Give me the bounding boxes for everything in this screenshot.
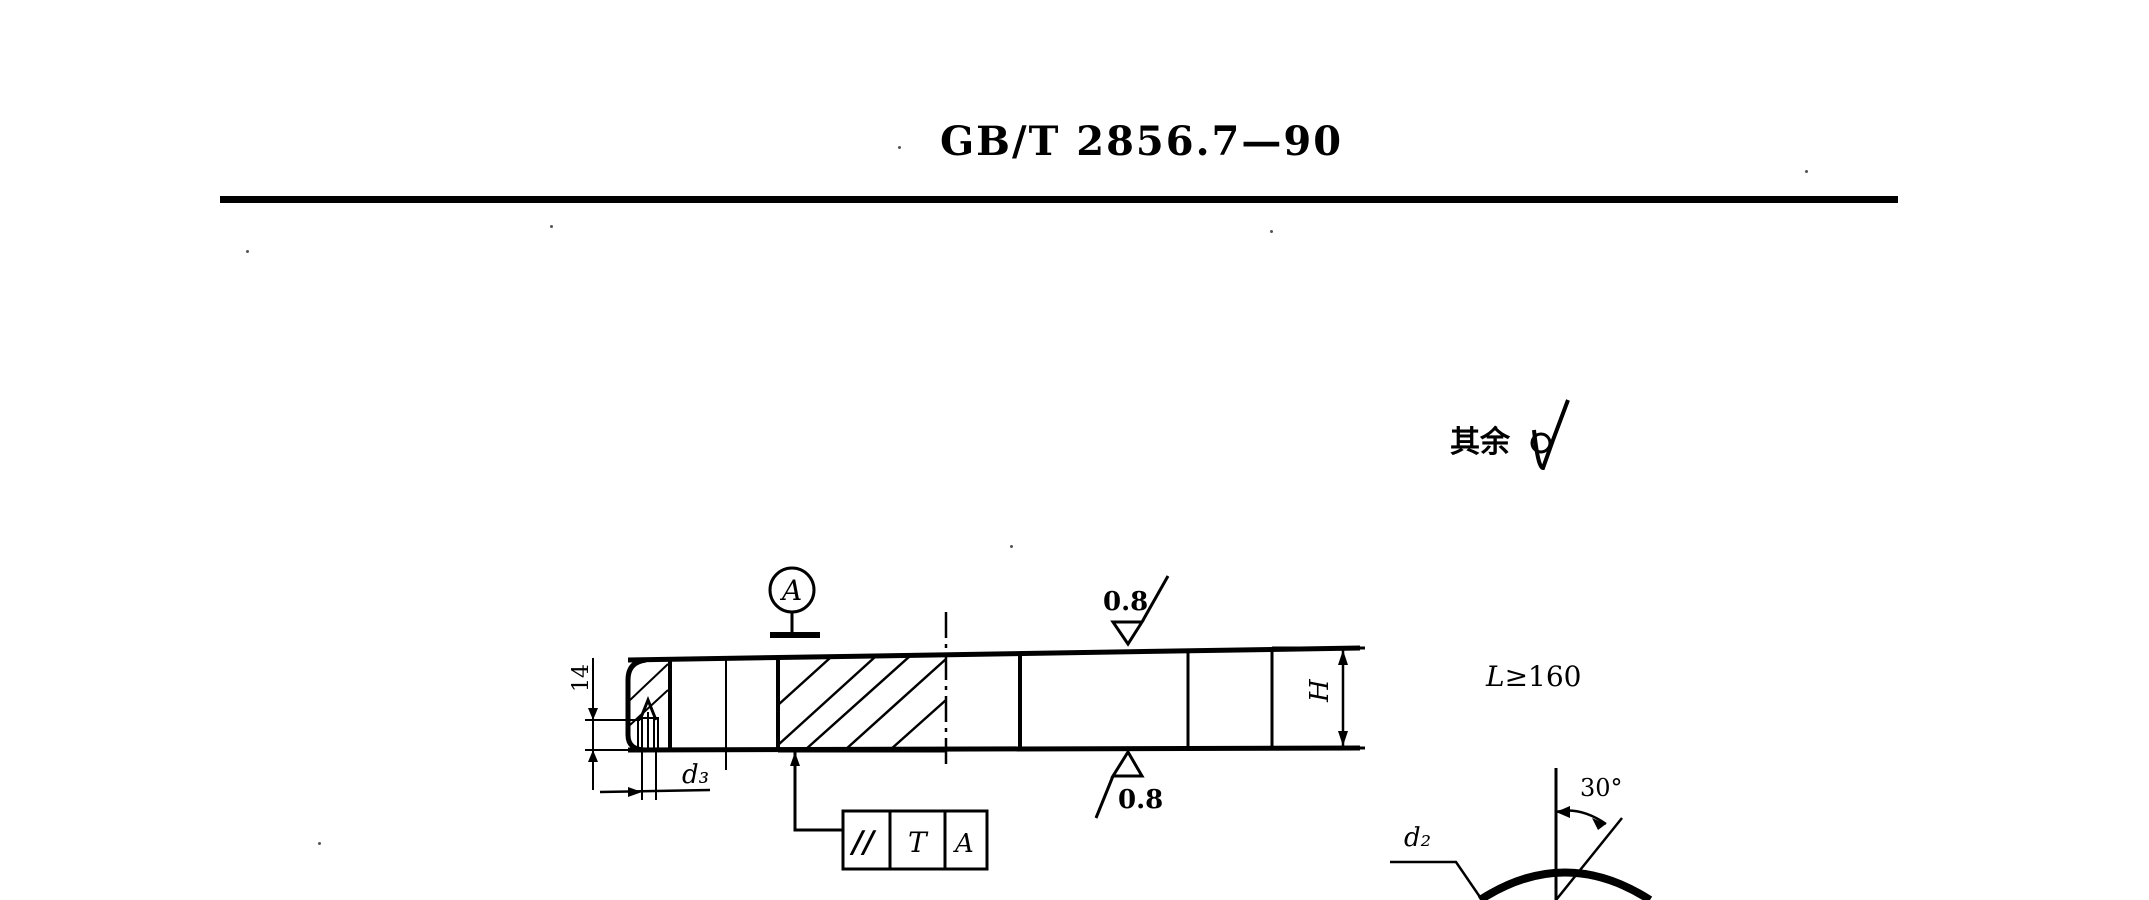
dim-small-height-label: 14 [569,664,594,692]
scan-speck [550,225,553,228]
roughness-symbol-circle [1530,432,1552,454]
scan-speck [246,250,249,253]
roughness-note-text: 其余 [1450,425,1511,460]
length-condition: L≥160 [1485,660,1582,693]
arrow-head [1338,731,1348,746]
roughness-symbol-general [1532,399,1570,471]
scan-speck [1805,170,1808,173]
scan-speck [318,842,321,845]
length-condition-var: L [1485,660,1505,693]
arrow-head [628,787,642,797]
detail-angle-line [1555,817,1623,900]
scan-speck [898,146,901,149]
dim-bore-detail-label: d₂ [1404,823,1431,853]
arrow-head [588,708,598,720]
detail-arc [1477,868,1653,900]
roughness-bottom-value: 0.8 [1118,785,1163,815]
left-end-outline [625,657,647,753]
tolerance-datum: A [953,829,974,859]
dim-bore-label: d₃ [682,760,709,790]
roughness-top-value: 0.8 [1103,587,1148,617]
tapped-hole-detail [637,695,659,752]
length-condition-rest: ≥160 [1505,660,1582,693]
tolerance-value: T [908,826,929,859]
tolerance-leader [793,752,843,832]
dimension-line-d3 [599,788,711,794]
roughness-symbol-top [1110,575,1170,647]
dim-height-label: H [1305,678,1335,703]
hatched-section [777,655,947,751]
header-rule [220,196,1898,203]
datum-letter: A [779,574,802,607]
arrow-head [1338,650,1348,665]
tolerance-frame-box [841,809,989,871]
scan-speck [1010,545,1013,548]
section-view [585,399,1653,900]
bottom-edge-line [627,745,1361,753]
arrow-head [588,750,598,762]
tolerance-symbol: // [849,825,877,860]
d2-leader [1390,860,1484,900]
angle-label: 30° [1580,774,1623,802]
top-edge-line [627,645,1361,663]
standard-number: GB/T 2856.7—90 [940,118,1344,165]
arrow-head [1556,806,1570,818]
roughness-symbol-bottom [1094,749,1145,819]
scan-speck [1270,230,1273,233]
arrow-head [1592,818,1606,830]
arrow-head [790,752,800,766]
tolerance-frame: // T A [841,809,989,871]
